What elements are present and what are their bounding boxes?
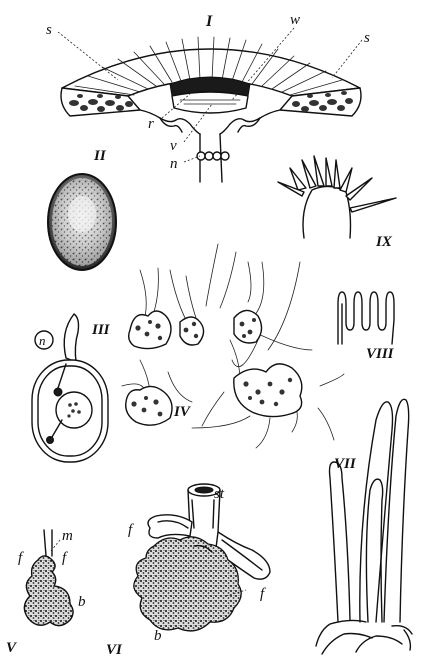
figure-v-numeral: V (6, 640, 18, 656)
label-b-vi: b (154, 628, 162, 644)
label-r: r (148, 116, 154, 132)
node-beads (197, 152, 229, 160)
label-n: n (170, 156, 178, 172)
figure-iv-numeral: IV (173, 404, 192, 420)
label-st: st (214, 486, 225, 502)
label-w: w (290, 12, 300, 28)
label-v: v (170, 138, 177, 154)
figure-iii: n III (32, 314, 111, 462)
figure-ii: II (48, 148, 116, 270)
figure-iv: IV (122, 244, 344, 448)
label-n-iii: n (39, 333, 46, 348)
label-f-vi-right: f (260, 586, 266, 602)
figure-viii: VIII (338, 292, 395, 362)
figure-vi: st f f b VI (106, 484, 270, 658)
figure-viii-numeral: VIII (366, 346, 395, 362)
label-s-right: s (364, 30, 370, 46)
figure-ix: IX (278, 156, 396, 250)
figure-vi-numeral: VI (106, 642, 123, 658)
label-f-v-right: f (62, 550, 68, 566)
label-b-v: b (78, 594, 86, 610)
label-m: m (62, 528, 73, 544)
figure-vii-numeral: VII (334, 456, 357, 472)
figure-i-numeral: I (205, 13, 213, 30)
figure-iii-numeral: III (91, 322, 111, 338)
figure-vii: VII (316, 399, 412, 654)
label-f-vi-left: f (128, 522, 134, 538)
label-f-v-left: f (18, 550, 24, 566)
label-s-left: s (46, 22, 52, 38)
figure-ix-numeral: IX (375, 234, 393, 250)
figure-ii-numeral: II (93, 148, 107, 164)
figure-v: m f f b V (6, 528, 86, 656)
